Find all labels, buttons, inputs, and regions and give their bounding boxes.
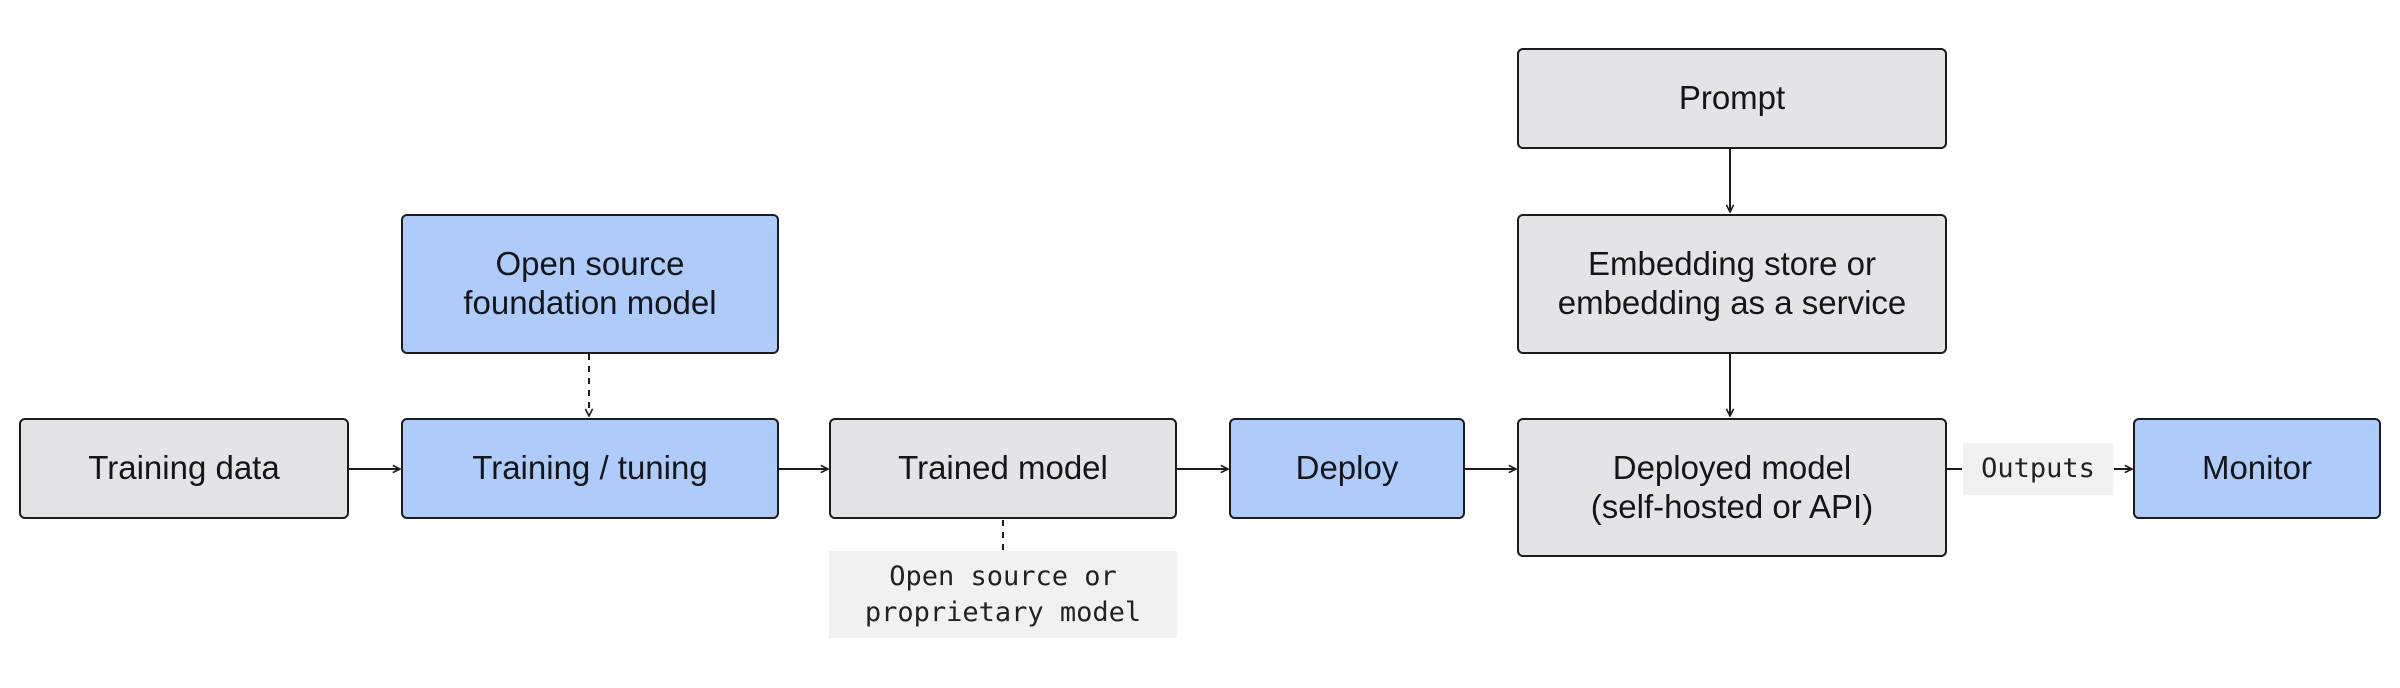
node-prompt: Prompt — [1517, 48, 1947, 149]
node-embedding-store: Embedding store or embedding as a servic… — [1517, 214, 1947, 354]
node-monitor: Monitor — [2133, 418, 2381, 519]
node-deploy: Deploy — [1229, 418, 1465, 519]
node-deployed-model: Deployed model (self-hosted or API) — [1517, 418, 1947, 557]
node-training-data: Training data — [19, 418, 349, 519]
note-model-type: Open source or proprietary model — [829, 551, 1177, 638]
node-open-source-foundation-model: Open source foundation model — [401, 214, 779, 354]
node-training-tuning: Training / tuning — [401, 418, 779, 519]
node-trained-model: Trained model — [829, 418, 1177, 519]
note-outputs: Outputs — [1963, 443, 2113, 495]
